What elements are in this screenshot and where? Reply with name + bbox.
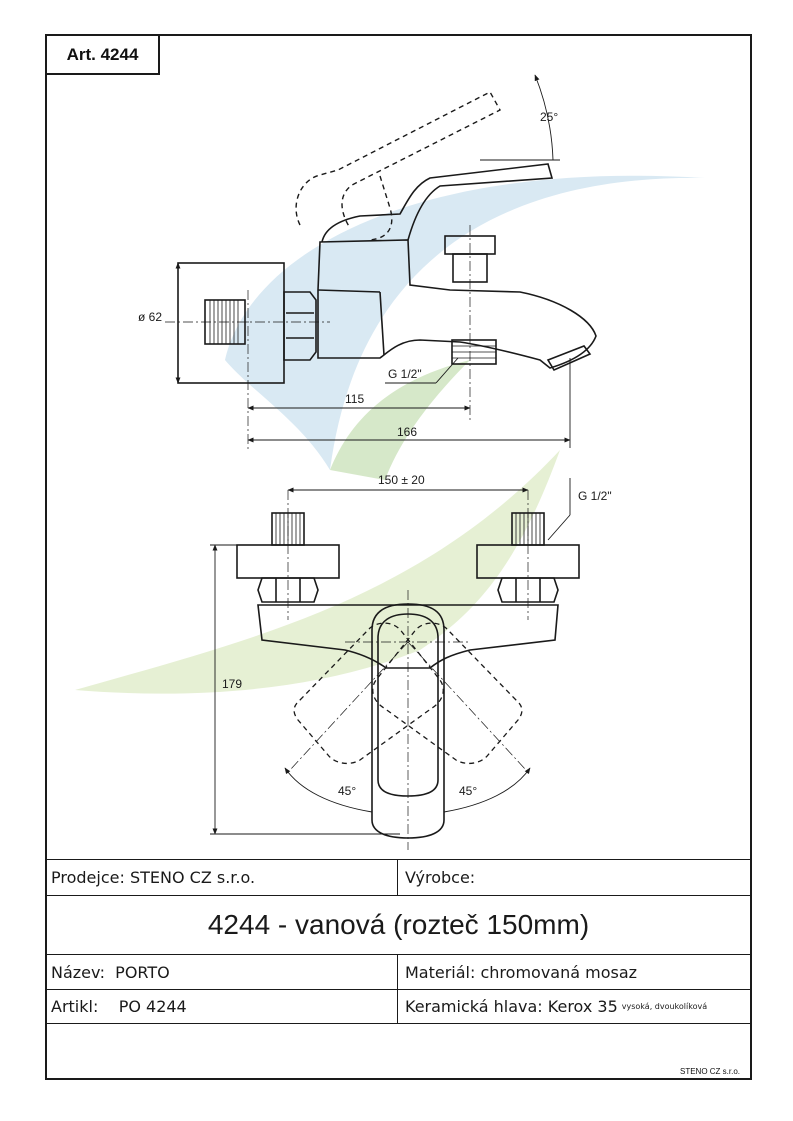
seller-label: Prodejce: (51, 868, 125, 887)
manufacturer-label: Výrobce: (405, 868, 476, 887)
product-title: 4244 - vanová (rozteč 150mm) (207, 909, 590, 940)
side-dimension-labels: ø 62 115 166 G 1/2" 25° (138, 110, 558, 439)
height-label: 179 (222, 677, 242, 691)
watermark-logo (75, 175, 705, 694)
article-number-box: Art. 4244 (45, 34, 160, 75)
seller-value: STENO CZ s.r.o. (129, 868, 256, 887)
title-divider (397, 990, 398, 1023)
length-115-label: 115 (345, 392, 364, 406)
footer-company: STENO CZ s.r.o. (679, 1067, 740, 1076)
article-cell: Artikl: PO 4244 (51, 990, 187, 1023)
title-divider (397, 955, 398, 989)
front-dimension-labels: 150 ± 20 G 1/2" 179 45° 45° (222, 473, 612, 798)
seller-cell: Prodejce: STENO CZ s.r.o. (51, 860, 255, 895)
front-center-lines (287, 490, 529, 850)
title-row-seller: Prodejce: STENO CZ s.r.o. Výrobce: (45, 859, 752, 895)
title-row-article: Artikl: PO 4244 Keramická hlava: Kerox 3… (45, 989, 752, 1024)
diameter-label: ø 62 (138, 310, 162, 324)
material-cell: Materiál: chromovaná mosaz (405, 955, 637, 989)
front-dimensions (210, 478, 571, 835)
name-value: PORTO (115, 962, 170, 982)
material-label: Materiál: (405, 962, 476, 982)
name-cell: Název: PORTO (51, 955, 170, 989)
title-divider (397, 860, 398, 895)
article-number-text: Art. 4244 (66, 44, 139, 64)
title-row-product: 4244 - vanová (rozteč 150mm) (45, 895, 752, 954)
name-label: Název: (51, 962, 105, 982)
side-center-lines (165, 225, 471, 450)
article-label: Artikl: (51, 997, 99, 1016)
thread-side-label: G 1/2" (388, 367, 422, 381)
spacing-label: 150 ± 20 (378, 473, 425, 487)
angle-left-label: 45° (338, 784, 356, 798)
cartridge-label: Keramická hlava: (405, 997, 543, 1016)
title-row-footer: STENO CZ s.r.o. (45, 1024, 752, 1080)
drawing-frame (45, 34, 752, 1080)
cartridge-note: vysoká, dvoukolíková (621, 1002, 708, 1011)
handle-rotated-outlines (293, 622, 523, 765)
cartridge-cell: Keramická hlava: Kerox 35 vysoká, dvouko… (405, 990, 707, 1023)
cartridge-value: Kerox 35 (547, 997, 618, 1016)
article-value: PO 4244 (118, 997, 187, 1016)
manufacturer-cell: Výrobce: (405, 860, 475, 895)
title-row-name: Název: PORTO Materiál: chromovaná mosaz (45, 954, 752, 989)
material-value: chromovaná mosaz (480, 962, 638, 982)
side-dimensions (175, 74, 571, 448)
angle-right-label: 45° (459, 784, 477, 798)
faucet-drawing: ø 62 115 166 G 1/2" 25° (75, 74, 705, 850)
angle-top-label: 25° (540, 110, 558, 124)
length-166-label: 166 (397, 425, 417, 439)
lever-raised-outline (295, 91, 501, 241)
thread-top-label: G 1/2" (578, 489, 612, 503)
